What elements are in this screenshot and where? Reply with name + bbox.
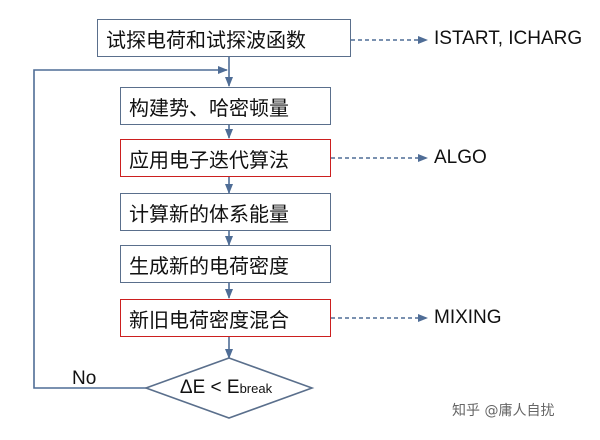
decision-subscript: break (239, 380, 273, 396)
no-label: No (72, 368, 97, 389)
decision-prefix: ΔE < E (179, 377, 240, 398)
decision-diamond (143, 357, 315, 419)
step-label: 试探电荷和试探波函数 (106, 27, 306, 52)
loop-back-arrow (33, 66, 228, 389)
watermark: 知乎 @庸人自扰 (452, 403, 555, 419)
step-trial-charge-wavefunction: 试探电荷和试探波函数 (97, 19, 351, 57)
step-label: 计算新的体系能量 (129, 201, 289, 226)
step-label: 构建势、哈密顿量 (129, 95, 289, 120)
note-algo: ALGO (434, 147, 487, 168)
step-label: 新旧电荷密度混合 (129, 307, 289, 332)
step-generate-new-charge-density: 生成新的电荷密度 (120, 245, 331, 283)
step-compute-new-energy: 计算新的体系能量 (120, 193, 331, 231)
note-mixing: MIXING (434, 307, 502, 328)
step-mix-charge-density: 新旧电荷密度混合 (120, 299, 331, 337)
step-build-potential-hamiltonian: 构建势、哈密顿量 (120, 87, 331, 125)
note-istart-icharg: ISTART, ICHARG (434, 28, 583, 49)
step-label: 应用电子迭代算法 (129, 147, 289, 172)
step-label: 生成新的电荷密度 (129, 253, 289, 278)
step-electronic-iteration-algorithm: 应用电子迭代算法 (120, 139, 331, 177)
